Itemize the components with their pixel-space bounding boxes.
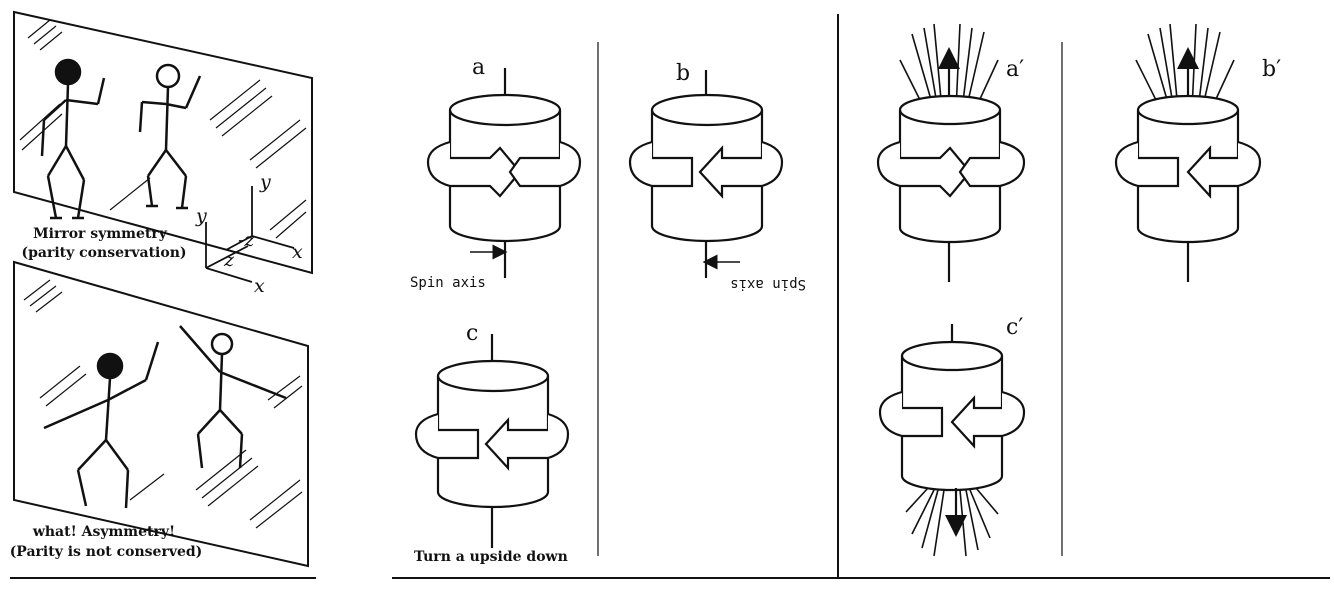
axis-neg-z: -z [238, 229, 255, 251]
label-a: a [472, 55, 485, 80]
axis-y-left: y [195, 205, 207, 227]
coordinate-axes [205, 186, 295, 283]
rotation-arrow-icon [950, 390, 1026, 449]
asymmetric-caption-line2: (Parity is not conserved) [10, 544, 203, 560]
axis-x-bottom: x [254, 275, 265, 297]
rotation-arrow-icon [426, 140, 522, 198]
cylinder-icon [900, 340, 1004, 492]
rotation-arrow-icon [698, 140, 784, 199]
cylinder-b [628, 70, 784, 278]
stick-figure-icon [179, 325, 287, 469]
label-b: b [676, 61, 690, 86]
rotation-arrow-icon [1186, 140, 1262, 199]
label-c: c [466, 321, 478, 346]
label-a-prime: a′ [1006, 57, 1024, 82]
cylinder-a-prime [876, 23, 1026, 282]
cylinder-b-prime [1114, 23, 1262, 282]
label-c-prime: c′ [1006, 315, 1023, 340]
mirror-icon [13, 260, 309, 568]
rotation-arrow-icon [484, 412, 570, 471]
spin-axis-label: Spin axis [410, 275, 486, 291]
stick-figure-icon [43, 341, 160, 509]
mirror-bottom: what! Asymmetry! (Parity is not conserve… [10, 260, 309, 568]
cylinder-icon [1136, 94, 1240, 244]
axis-y-right: y [259, 171, 271, 193]
label-b-prime: b′ [1262, 57, 1281, 82]
mirror-top: Mirror symmetry (parity conservation) y … [13, 10, 313, 297]
cylinder-c [414, 334, 570, 548]
cylinder-c-prime [878, 324, 1026, 557]
cylinder-a [426, 68, 582, 278]
symmetric-caption-line1: Mirror symmetry [33, 226, 168, 242]
mirror-icon [13, 10, 313, 275]
axis-x-right: x [292, 241, 303, 263]
spin-axis-mirrored-label: Spin axis [730, 276, 806, 292]
axis-z: z [223, 249, 235, 271]
symmetric-caption-line2: (parity conservation) [22, 245, 187, 261]
stick-figure-icon [40, 58, 106, 220]
stick-figure-icon [138, 63, 202, 210]
rotation-arrow-icon [876, 140, 972, 198]
emission-rays-icon [905, 487, 999, 557]
cylinder-icon [436, 359, 550, 509]
turn-caption: Turn a upside down [414, 549, 568, 565]
asymmetric-caption-line1: what! Asymmetry! [32, 524, 175, 540]
